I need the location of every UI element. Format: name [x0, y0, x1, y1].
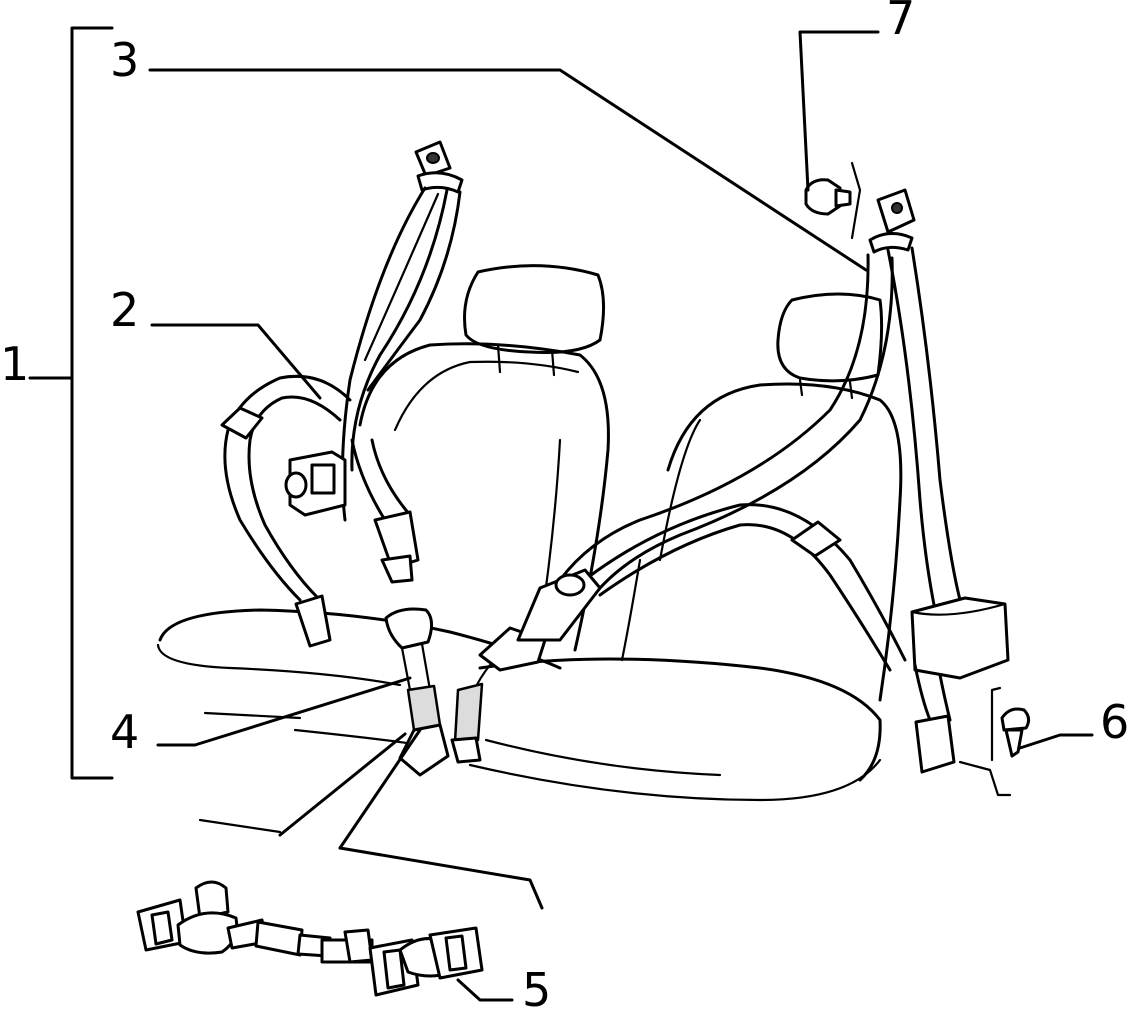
- left-backrest: [358, 342, 610, 652]
- bracket-1: [28, 26, 114, 780]
- center-buckles: [384, 607, 547, 777]
- leader-4: [156, 676, 412, 747]
- callout-4: 4: [110, 705, 139, 759]
- leader-lines: [28, 26, 1094, 1002]
- left-belt-tongue: [373, 510, 420, 570]
- leader-3: [148, 68, 868, 272]
- right-belt-assembly: [516, 188, 1010, 774]
- left-seat: [156, 264, 610, 834]
- right-seat: [468, 292, 903, 802]
- callout-5: 5: [522, 963, 551, 1011]
- right-backrest: [666, 382, 903, 702]
- left-headrest: [463, 264, 606, 354]
- bench-buckle-set: [136, 880, 484, 997]
- leader-2: [150, 323, 322, 400]
- right-lower-anchor: [914, 714, 956, 774]
- left-belt-assembly: [220, 140, 464, 648]
- right-headrest: [776, 292, 884, 383]
- right-retractor: [910, 596, 1010, 680]
- buckle-left: [384, 607, 433, 650]
- fastener-6: [958, 686, 1031, 797]
- callout-3: 3: [110, 33, 139, 87]
- callout-1: 1: [0, 337, 29, 391]
- fastener-7: [804, 161, 862, 240]
- callout-6: 6: [1100, 695, 1129, 749]
- leader-5: [456, 978, 514, 1002]
- leader-7: [798, 30, 880, 192]
- left-lower-anchor: [294, 594, 332, 648]
- right-cushion: [478, 657, 882, 782]
- leader-6: [1018, 733, 1094, 750]
- callout-7: 7: [886, 0, 915, 45]
- callout-2: 2: [110, 283, 139, 337]
